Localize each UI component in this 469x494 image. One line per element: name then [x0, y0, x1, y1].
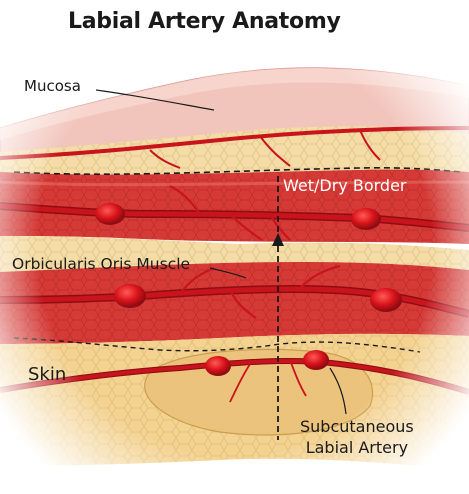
label-wet-dry-border: Wet/Dry Border	[283, 176, 407, 195]
label-mucosa: Mucosa	[24, 77, 81, 95]
label-skin: Skin	[28, 364, 67, 385]
page-title: Labial Artery Anatomy	[68, 9, 341, 34]
label-subcutaneous-labial-artery: Subcutaneous Labial Artery	[300, 417, 414, 457]
label-orbicularis-oris-muscle: Orbicularis Oris Muscle	[12, 255, 191, 273]
